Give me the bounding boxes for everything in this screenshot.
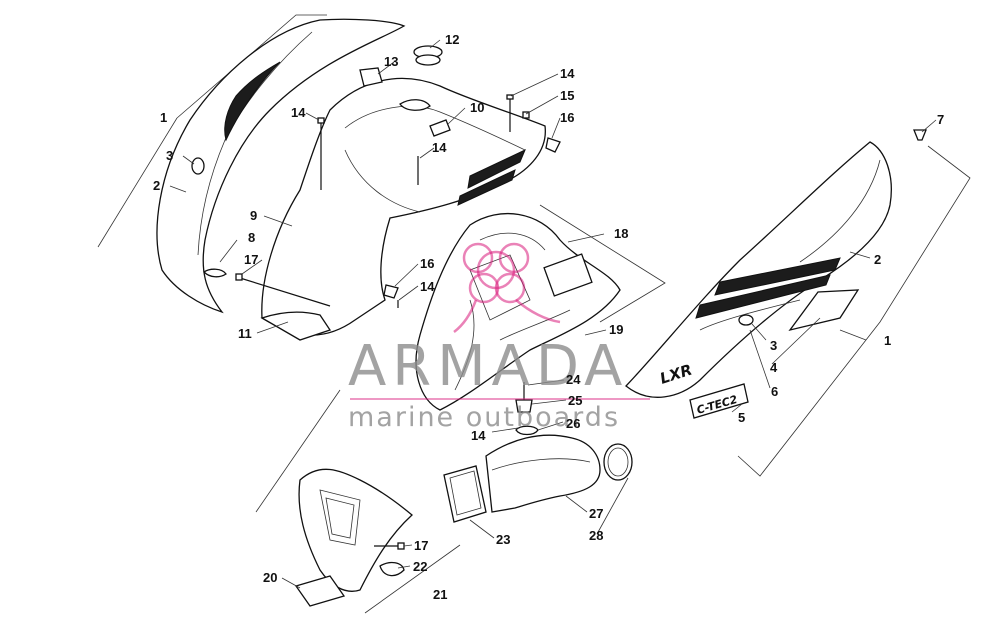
bracket-20 (294, 575, 346, 607)
callout-16-middle: 16 (420, 256, 434, 271)
callout-23: 23 (496, 532, 510, 547)
airbox-assembly (415, 212, 621, 411)
callout-3-left: 3 (166, 148, 173, 163)
callout-11: 11 (238, 326, 252, 341)
callout-28: 28 (589, 528, 603, 543)
callout-5: 5 (738, 410, 745, 425)
plug-8 (202, 268, 227, 278)
duct-27 (485, 434, 601, 513)
group-bracket-right (737, 145, 971, 477)
lower-bracket-assembly (294, 468, 413, 607)
callout-2-right: 2 (874, 252, 881, 267)
leader-lines (169, 39, 937, 589)
grommet-3-left (191, 157, 205, 175)
callout-14-middle: 14 (420, 279, 435, 294)
clip-25 (515, 399, 533, 413)
callout-labels: 1 3 2 13 12 14 10 14 14 15 16 9 8 17 11 … (153, 32, 944, 602)
callout-14-center: 14 (432, 140, 447, 155)
callout-14-top-left: 14 (291, 105, 306, 120)
callout-3-right: 3 (770, 338, 777, 353)
watermark: ARMADA marine outboards (348, 242, 650, 433)
callout-12: 12 (445, 32, 459, 47)
fasteners (235, 94, 561, 308)
callout-17-top: 17 (244, 252, 258, 267)
callout-19: 19 (609, 322, 623, 337)
callout-15: 15 (560, 88, 574, 103)
callout-22: 22 (413, 559, 427, 574)
air-duct-assembly (443, 382, 633, 523)
clip-7 (913, 129, 927, 141)
armada-flower-logo (453, 242, 561, 333)
callout-4: 4 (770, 360, 778, 375)
front-cowl (260, 45, 546, 341)
callout-21: 21 (433, 587, 447, 602)
watermark-brand: ARMADA (348, 334, 628, 399)
callout-26: 26 (566, 416, 580, 431)
callout-25: 25 (568, 393, 582, 408)
callout-10: 10 (470, 100, 484, 115)
callout-6: 6 (771, 384, 778, 399)
cap-13 (359, 67, 383, 87)
engine-decal-plate (689, 383, 749, 419)
callout-13: 13 (384, 54, 398, 69)
callout-8: 8 (248, 230, 255, 245)
callout-16-top: 16 (560, 110, 574, 125)
callout-7: 7 (937, 112, 944, 127)
callout-20: 20 (263, 570, 277, 585)
callout-27: 27 (589, 506, 603, 521)
callout-1-right: 1 (884, 333, 891, 348)
clamp-28 (603, 443, 633, 481)
callout-18: 18 (614, 226, 628, 241)
callout-14-top-right: 14 (560, 66, 575, 81)
panel-11 (260, 311, 332, 341)
callout-9: 9 (250, 208, 257, 223)
grommet-3-right (738, 314, 754, 326)
group-bracket-lower (255, 389, 461, 614)
callout-14-lower: 14 (471, 428, 486, 443)
decal-4 (788, 289, 860, 332)
right-side-panel: LXR C-TEC2 (625, 129, 927, 419)
callout-24: 24 (566, 372, 581, 387)
pad-22 (379, 561, 405, 577)
gasket-23 (443, 465, 487, 523)
group-bracket-airbox (539, 204, 666, 323)
left-side-panel (156, 18, 406, 314)
callout-2-left: 2 (153, 178, 160, 193)
callout-17-lower: 17 (414, 538, 428, 553)
callout-1-left: 1 (160, 110, 167, 125)
group-bracket-left (97, 14, 327, 248)
watermark-tagline: marine outboards (348, 402, 620, 433)
